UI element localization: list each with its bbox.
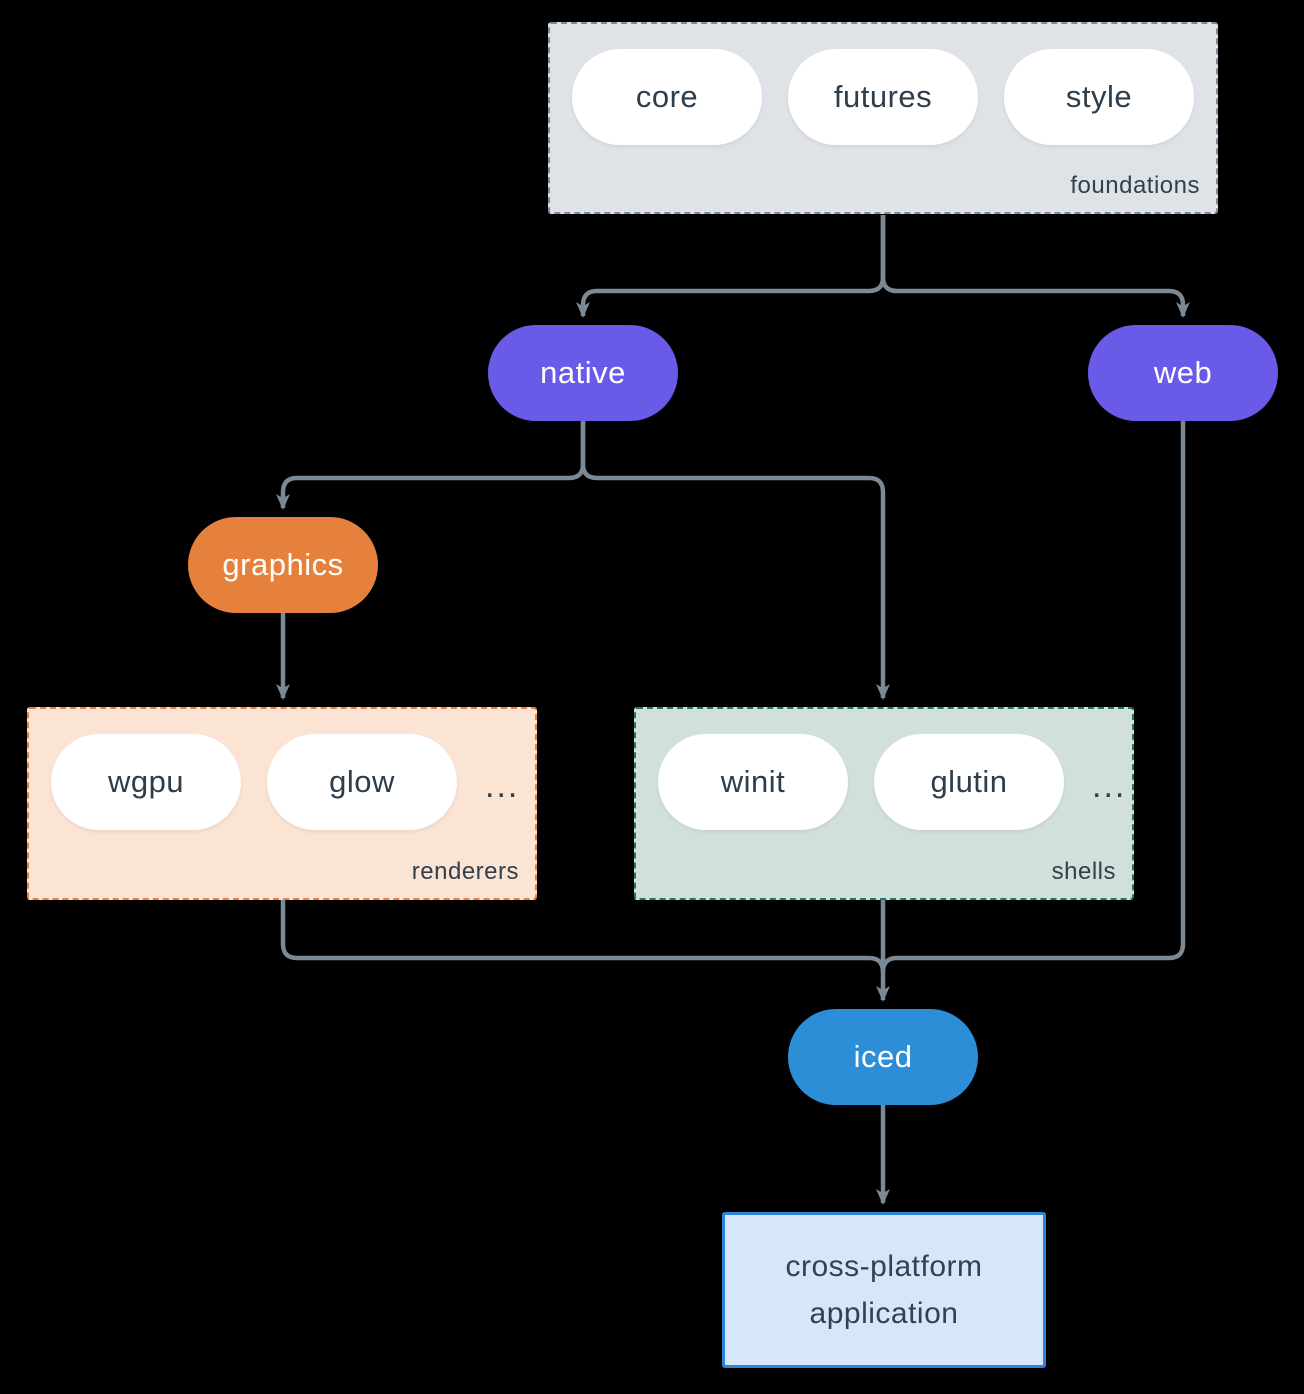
shells-pill-row: winit glutin ... bbox=[636, 709, 1132, 830]
node-pill-graphics: graphics bbox=[188, 517, 378, 613]
node-pill-style: style bbox=[1004, 49, 1194, 145]
edge-foundations-web bbox=[880, 215, 1190, 318]
edge-native-shells bbox=[580, 421, 890, 700]
group-shells-box: winit glutin ... shells bbox=[634, 707, 1134, 900]
group-label-shells: shells bbox=[1051, 858, 1116, 885]
node-pill-winit: winit bbox=[658, 734, 848, 830]
node-pill-glow: glow bbox=[267, 734, 457, 830]
group-label-renderers: renderers bbox=[411, 858, 519, 885]
renderers-pill-row: wgpu glow ... bbox=[29, 709, 535, 830]
group-label-foundations: foundations bbox=[1070, 172, 1200, 199]
node-application-box: cross-platform application bbox=[722, 1212, 1046, 1368]
renderers-ellipsis: ... bbox=[485, 766, 520, 805]
node-pill-wgpu: wgpu bbox=[51, 734, 241, 830]
edge-foundations-native bbox=[576, 215, 886, 318]
node-pill-iced: iced bbox=[788, 1009, 978, 1105]
node-pill-native: native bbox=[488, 325, 678, 421]
node-pill-futures: futures bbox=[788, 49, 978, 145]
group-foundations-box: core futures style foundations bbox=[548, 22, 1218, 214]
shells-ellipsis: ... bbox=[1092, 766, 1127, 805]
node-pill-core: core bbox=[572, 49, 762, 145]
node-pill-web: web bbox=[1088, 325, 1278, 421]
edge-native-graphics bbox=[276, 421, 586, 510]
group-renderers-box: wgpu glow ... renderers bbox=[27, 707, 537, 900]
edge-renderers-merge bbox=[280, 900, 886, 973]
node-pill-glutin: glutin bbox=[874, 734, 1064, 830]
foundations-pill-row: core futures style bbox=[550, 24, 1216, 145]
